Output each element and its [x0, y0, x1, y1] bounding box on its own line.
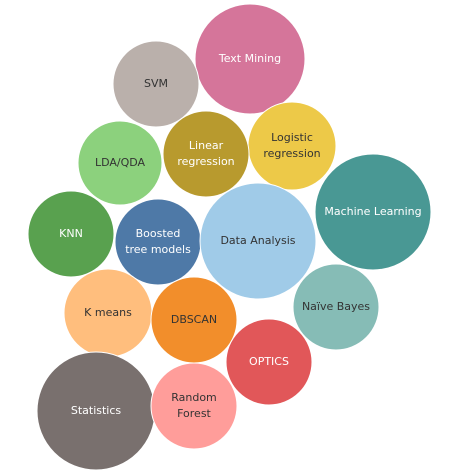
bubble-naive-bayes-circle — [292, 263, 380, 351]
bubble-data-analysis-circle — [199, 182, 317, 300]
bubble-machine-learning-circle — [314, 153, 432, 271]
bubble-statistics-label: Statistics — [71, 404, 122, 417]
bubble-logistic-regression-circle — [247, 101, 337, 191]
bubble-linear-regression-label-line1: Linear — [189, 139, 224, 152]
bubble-logistic-regression: Logistic regression — [247, 101, 337, 191]
bubble-linear-regression-label-line2: regression — [177, 155, 234, 168]
bubble-knn-label: KNN — [59, 227, 83, 240]
bubble-optics: OPTICS — [225, 318, 313, 406]
bubble-lda-qda-circle — [77, 120, 163, 206]
bubble-logistic-regression-label-line1: Logistic — [271, 131, 313, 144]
bubble-dbscan: DBSCAN — [150, 276, 238, 364]
bubble-random-forest-label-line1: Random — [171, 391, 217, 404]
bubble-boosted-tree-models-label-line2: tree models — [125, 243, 191, 256]
bubble-linear-regression: Linear regression — [162, 110, 250, 198]
bubble-linear-regression-circle — [162, 110, 250, 198]
bubble-naive-bayes: Naïve Bayes — [292, 263, 380, 351]
bubble-random-forest-circle — [150, 362, 238, 450]
bubble-k-means: K means — [63, 268, 153, 358]
bubble-naive-bayes-label: Naïve Bayes — [302, 300, 370, 313]
bubble-svm-label: SVM — [144, 77, 168, 90]
bubble-boosted-tree-models: Boosted tree models — [114, 198, 202, 286]
bubble-lda-qda-label: LDA/QDA — [95, 156, 146, 169]
bubble-svm-circle — [112, 40, 200, 128]
bubble-optics-label: OPTICS — [249, 355, 289, 368]
bubble-dbscan-label: DBSCAN — [171, 313, 217, 326]
bubble-machine-learning-label: Machine Learning — [324, 205, 421, 218]
bubble-data-analysis-label: Data Analysis — [220, 234, 295, 247]
bubble-svm: SVM — [112, 40, 200, 128]
bubble-lda-qda: LDA/QDA — [77, 120, 163, 206]
bubble-knn: KNN — [27, 190, 115, 278]
bubble-boosted-tree-models-circle — [114, 198, 202, 286]
bubble-knn-circle — [27, 190, 115, 278]
bubble-data-analysis: Data Analysis — [199, 182, 317, 300]
bubble-logistic-regression-label-line2: regression — [263, 147, 320, 160]
bubble-optics-circle — [225, 318, 313, 406]
bubble-statistics: Statistics — [36, 351, 156, 471]
bubble-text-mining-label: Text Mining — [218, 52, 281, 65]
bubble-random-forest-label-line2: Forest — [177, 407, 211, 420]
bubble-text-mining: Text Mining — [194, 3, 306, 115]
bubble-k-means-label: K means — [84, 306, 132, 319]
bubble-machine-learning: Machine Learning — [314, 153, 432, 271]
bubble-boosted-tree-models-label-line1: Boosted — [136, 227, 181, 240]
bubble-text-mining-circle — [194, 3, 306, 115]
